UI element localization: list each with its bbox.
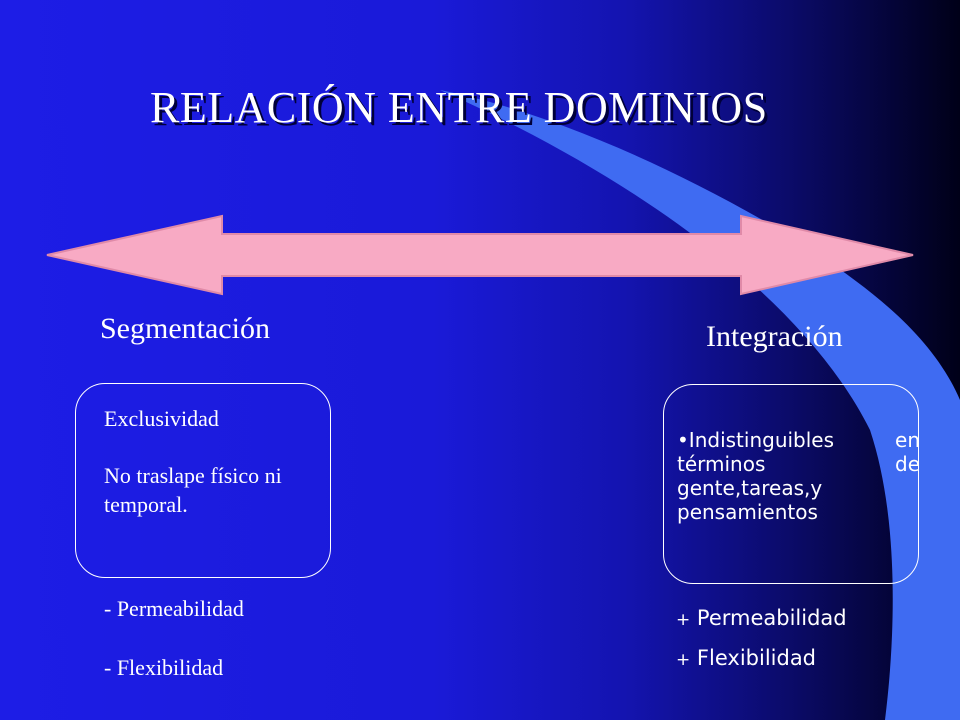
segmentation-permeability: - Permeabilidad (104, 596, 244, 621)
double-headed-arrow (46, 214, 914, 296)
integration-box (663, 384, 919, 584)
integration-permeability-text: Permeabilidad (690, 606, 847, 630)
plus-sign: + (676, 650, 691, 670)
segmentation-label: Segmentación (100, 312, 270, 345)
segmentation-box (75, 383, 331, 578)
slide-title: RELACIÓN ENTRE DOMINIOS (150, 83, 768, 132)
integration-description: •Indistinguibles en términos de gente,ta… (677, 428, 920, 524)
integration-flexibility-text: Flexibilidad (690, 646, 817, 670)
plus-sign: + (676, 610, 691, 630)
segmentation-flexibility: - Flexibilidad (104, 655, 224, 680)
integration-flexibility: + Flexibilidad (676, 646, 816, 670)
segmentation-no-overlap: No traslape físico ni temporal. (104, 463, 282, 517)
integration-label: Integración (706, 320, 843, 353)
segmentation-exclusivity: Exclusividad (104, 406, 219, 431)
integration-permeability: + Permeabilidad (676, 606, 847, 630)
